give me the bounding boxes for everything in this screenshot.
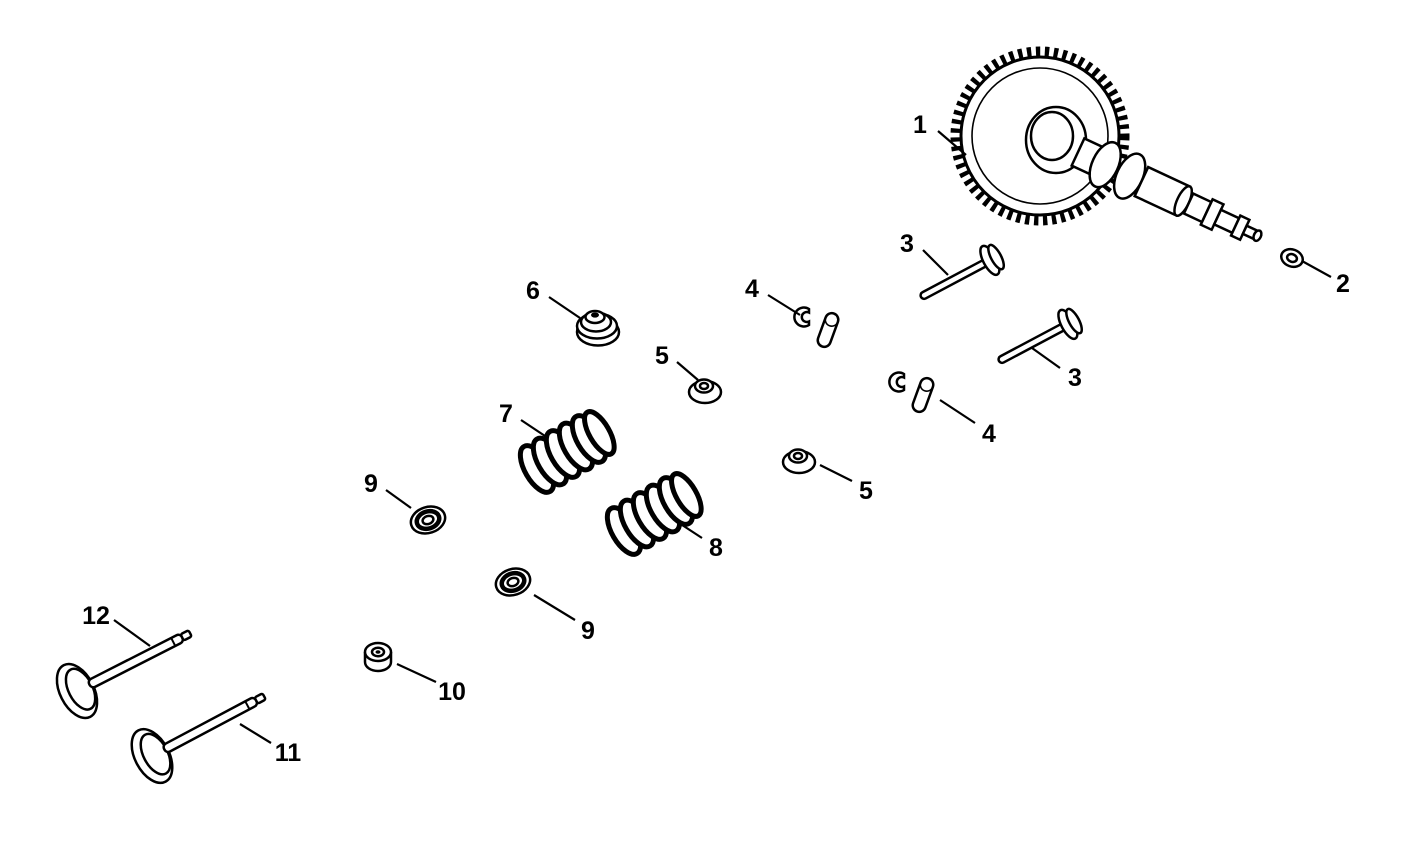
callout-label-washer-seat-upper: 9 <box>364 470 378 498</box>
valve-keeper-upper <box>793 306 842 350</box>
valve-rotator <box>575 309 621 347</box>
washer-seat-upper <box>407 502 448 538</box>
valve-spring-upper <box>514 405 621 497</box>
valve-spring-lower <box>601 467 708 559</box>
leader-line-spring-retainer-upper <box>676 361 699 381</box>
callout-label-camshaft-gear-assembly: 1 <box>913 111 927 139</box>
leader-line-valve-spring-upper <box>520 419 546 437</box>
gear-teeth <box>950 46 1130 226</box>
spring-retainer-upper <box>687 378 723 405</box>
valve-keeper-lower <box>888 371 937 415</box>
leader-line-valve-keeper-upper <box>767 294 801 316</box>
tappet-upper <box>912 239 1010 313</box>
callout-label-tappet-upper: 3 <box>900 230 914 258</box>
leader-line-end-washer <box>1301 260 1332 278</box>
washer-seat-lower <box>492 564 533 600</box>
leader-line-valve-upper <box>113 619 151 647</box>
camshaft-gear-assembly <box>950 46 1263 243</box>
gear-rim-line <box>971 67 1109 205</box>
leader-line-tappet-upper <box>922 249 949 276</box>
callout-label-washer-seat-lower: 9 <box>581 617 595 645</box>
leader-line-washer-seat-upper <box>385 489 412 509</box>
leader-line-camshaft-gear-assembly <box>937 130 967 156</box>
callout-label-valve-spring-upper: 7 <box>499 400 513 428</box>
callout-label-valve-keeper-lower: 4 <box>982 420 996 448</box>
callout-label-end-washer: 2 <box>1336 270 1350 298</box>
callout-label-valve-spring-lower: 8 <box>709 534 723 562</box>
leader-line-valve-guide-bushing <box>396 663 437 683</box>
leader-line-valve-spring-lower <box>675 520 703 539</box>
leader-line-washer-seat-lower <box>533 594 576 621</box>
end-washer <box>1280 247 1304 269</box>
leader-line-valve-keeper-lower <box>939 399 976 424</box>
callout-label-valve-rotator: 6 <box>526 277 540 305</box>
callout-label-valve-keeper-upper: 4 <box>745 275 759 303</box>
leader-line-spring-retainer-lower <box>819 464 853 482</box>
gear-hub-inner <box>1029 110 1075 162</box>
valve-upper <box>47 606 205 726</box>
leader-line-tappet-lower <box>1031 347 1061 369</box>
callout-label-spring-retainer-lower: 5 <box>859 477 873 505</box>
callout-label-tappet-lower: 3 <box>1068 364 1082 392</box>
leader-line-valve-lower <box>239 723 272 744</box>
camshaft-shaft <box>1069 136 1263 243</box>
callout-label-valve-lower: 11 <box>275 739 302 767</box>
callout-label-valve-upper: 12 <box>82 602 110 630</box>
spring-retainer-lower <box>781 448 817 475</box>
callout-label-spring-retainer-upper: 5 <box>655 342 669 370</box>
valve-lower <box>122 669 279 791</box>
shaft-tip <box>1252 229 1263 243</box>
valve-guide-bushing <box>363 641 393 673</box>
callout-label-valve-guide-bushing: 10 <box>438 678 466 706</box>
leader-line-valve-rotator <box>548 296 581 319</box>
